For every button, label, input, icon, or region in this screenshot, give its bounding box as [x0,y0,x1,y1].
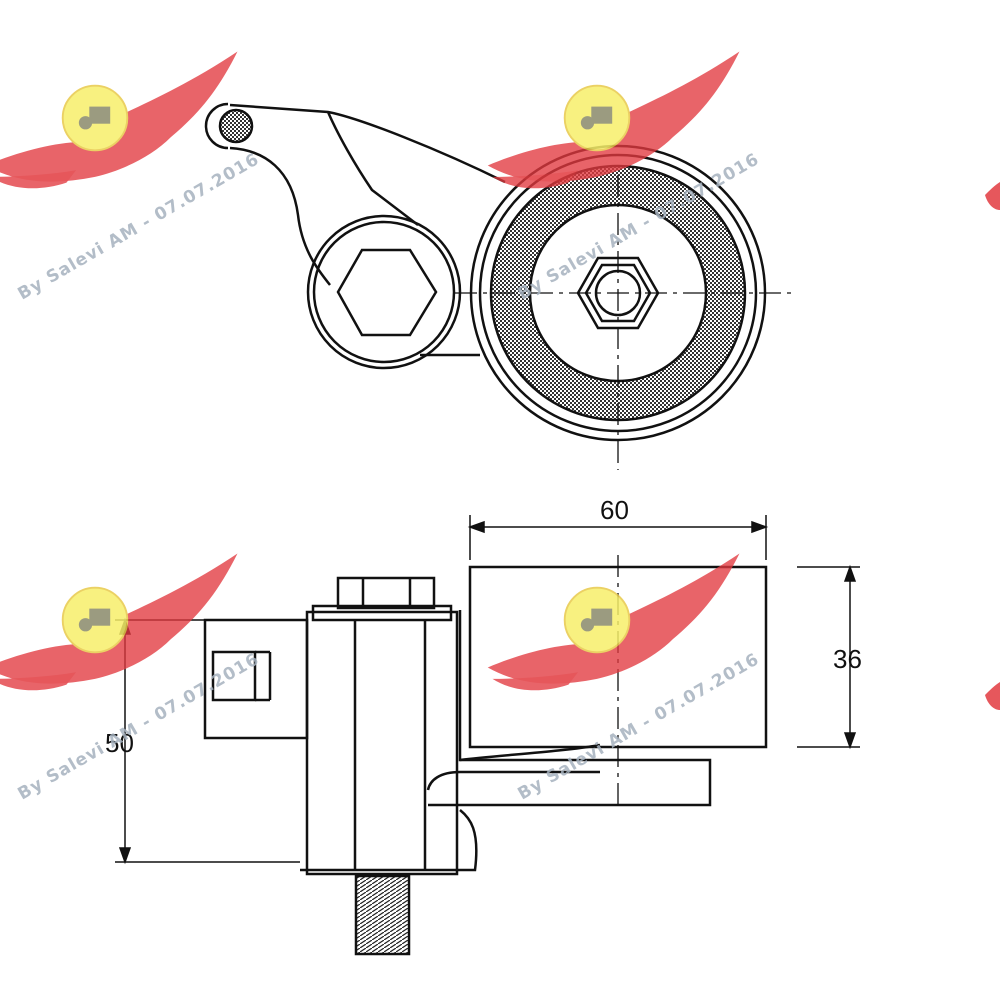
bolt-head [336,576,436,610]
bolt-housing [305,610,459,876]
height-dimension-label: 36 [833,644,862,674]
watermark-3: By Salevi AM - 07.07.2016 [0,552,263,804]
watermark-edge-bottom [985,682,1000,710]
arm-bracket [203,618,309,740]
watermark-4: By Salevi AM - 07.07.2016 [486,552,763,804]
tensioner-arm [229,103,506,286]
watermark-1: By Salevi AM - 07.07.2016 [0,50,263,304]
threaded-stud [354,874,411,956]
pivot-pin [218,108,254,144]
hex-socket [336,248,438,337]
eccentric-hub [306,214,462,370]
watermark-edge-top [985,182,1000,210]
overall-height-dimension-label: 50 [105,728,134,758]
top-view [204,102,795,470]
side-view [203,555,768,956]
width-dimension-label: 60 [600,495,629,525]
